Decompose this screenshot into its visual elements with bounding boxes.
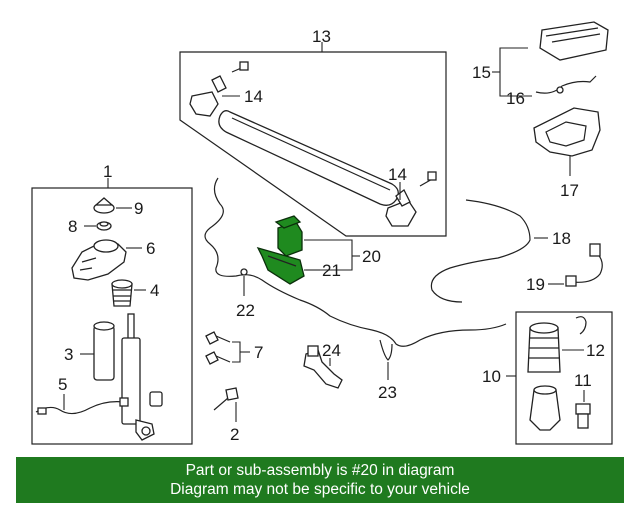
bracket-16[interactable] (535, 75, 597, 94)
bump-stop[interactable] (111, 279, 133, 307)
callout-5[interactable]: 5 (58, 375, 67, 394)
callout-14a[interactable]: 14 (244, 87, 263, 106)
callout-1[interactable]: 1 (103, 162, 112, 181)
callout-14b[interactable]: 14 (388, 165, 407, 184)
strut-washer[interactable] (96, 221, 112, 231)
callout-18[interactable]: 18 (552, 229, 571, 248)
banner-line-2: Diagram may not be specific to your vehi… (170, 481, 470, 498)
line-23[interactable] (379, 339, 393, 361)
air-spring-box (515, 311, 613, 445)
bolt-2[interactable] (213, 387, 239, 411)
callout-2[interactable]: 2 (230, 425, 239, 444)
bracket-21[interactable] (256, 246, 305, 285)
callout-22[interactable]: 22 (236, 301, 255, 320)
clip-12[interactable] (575, 316, 587, 335)
callout-19[interactable]: 19 (526, 275, 545, 294)
bracket-left[interactable] (189, 75, 227, 117)
strut-nut[interactable] (93, 197, 115, 214)
module-15[interactable] (539, 21, 609, 61)
sensor-wire[interactable] (35, 397, 129, 415)
upper-mount[interactable] (71, 239, 127, 281)
fitting-11[interactable] (575, 403, 591, 429)
callout-7[interactable]: 7 (254, 343, 263, 362)
callout-24[interactable]: 24 (322, 341, 341, 360)
callout-9[interactable]: 9 (134, 199, 143, 218)
dust-boot[interactable] (93, 321, 115, 381)
callout-6[interactable]: 6 (146, 239, 155, 258)
callout-15[interactable]: 15 (472, 63, 491, 82)
lower-mount[interactable] (529, 385, 561, 431)
shock-absorber[interactable] (121, 313, 163, 441)
strut-assembly-box (31, 187, 193, 445)
module-20[interactable] (274, 215, 303, 257)
cover-17[interactable] (533, 107, 601, 157)
bracket-right[interactable] (385, 189, 417, 227)
callout-20[interactable]: 20 (362, 247, 381, 266)
callout-8[interactable]: 8 (68, 217, 77, 236)
harness-22[interactable] (204, 177, 507, 347)
air-bag-12[interactable] (527, 322, 561, 373)
bolt-left[interactable] (231, 61, 249, 73)
callout-4[interactable]: 4 (150, 281, 159, 300)
box-13 (179, 51, 447, 237)
info-banner: Part or sub-assembly is #20 in diagram D… (16, 457, 624, 503)
sensor-24[interactable] (303, 345, 343, 389)
callout-16[interactable]: 16 (506, 89, 525, 108)
callout-12[interactable]: 12 (586, 341, 605, 360)
callout-10[interactable]: 10 (482, 367, 501, 386)
callout-21[interactable]: 21 (322, 261, 341, 280)
callout-11[interactable]: 11 (574, 371, 592, 390)
bolt-right[interactable] (419, 171, 437, 187)
banner-line-1: Part or sub-assembly is #20 in diagram (185, 462, 455, 479)
sensor-19[interactable] (565, 243, 603, 287)
callout-17[interactable]: 17 (560, 181, 579, 200)
harness-18[interactable] (430, 199, 531, 303)
screws-7[interactable] (205, 331, 231, 365)
stabilizer-tube[interactable] (218, 110, 399, 206)
callout-23[interactable]: 23 (378, 383, 397, 402)
callout-3[interactable]: 3 (64, 345, 73, 364)
callout-13[interactable]: 13 (312, 27, 331, 46)
